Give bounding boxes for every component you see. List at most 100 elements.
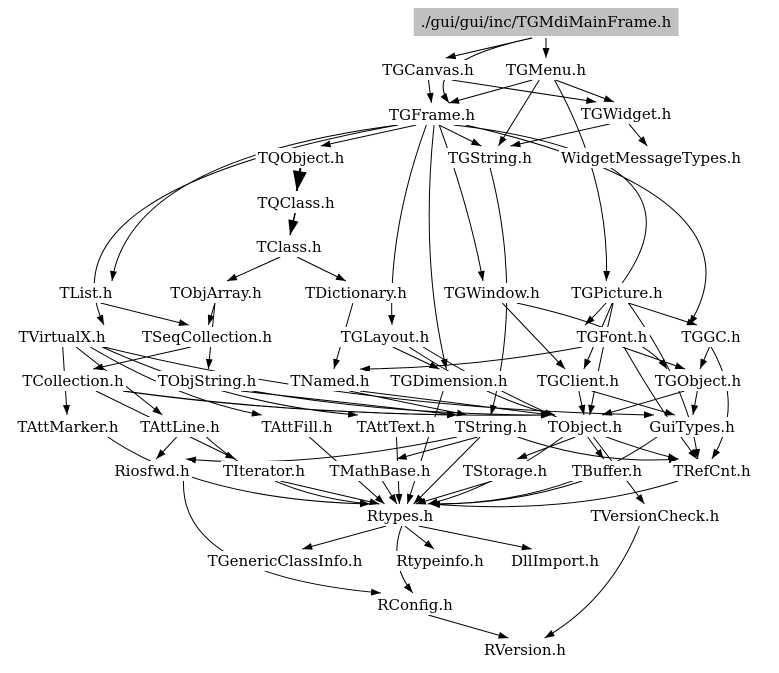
graph-node-guitypes-h[interactable]: GuiTypes.h — [647, 417, 738, 437]
graph-node-tmathbase-h[interactable]: TMathBase.h — [327, 461, 433, 481]
graph-node-label: DllImport.h — [511, 552, 599, 570]
node-box — [375, 595, 456, 615]
graph-node-label: TGClient.h — [537, 372, 619, 390]
node-box — [569, 461, 645, 481]
graph-node-tggc-h[interactable]: TGGC.h — [679, 327, 744, 347]
graph-node-tatttext-h[interactable]: TAttText.h — [354, 417, 438, 437]
node-box — [155, 371, 259, 391]
graph-node-label: TGObject.h — [655, 372, 742, 390]
graph-node-tgdimension-h[interactable]: TGDimension.h — [388, 371, 510, 391]
graph-node-tqobject-h[interactable]: TQObject.h — [255, 148, 347, 168]
graph-edge-tattline-h-to-rtypes-h — [206, 436, 371, 507]
graph-node-tgobject-h[interactable]: TGObject.h — [652, 371, 744, 391]
node-box — [482, 640, 569, 660]
graph-node-tglayout-h[interactable]: TGLayout.h — [338, 327, 432, 347]
graph-node-tnamed-h[interactable]: TNamed.h — [288, 371, 372, 391]
graph-node-tgclient-h[interactable]: TGClient.h — [534, 371, 622, 391]
graph-node-tdictionary-h[interactable]: TDictionary.h — [303, 283, 410, 303]
node-box — [386, 105, 478, 125]
graph-node-rversion-h[interactable]: RVersion.h — [482, 640, 569, 660]
graph-node-tqclass-h[interactable]: TQClass.h — [255, 193, 338, 213]
graph-edge-tstring-h-to-tmathbase-h — [396, 436, 478, 460]
graph-node-tgwindow-h[interactable]: TGWindow.h — [442, 283, 543, 303]
graph-node-tclass-h[interactable]: TClass.h — [254, 237, 324, 257]
graph-edge-tclass-h-to-tobjarray-h — [226, 256, 281, 282]
graph-node-tattmarker-h[interactable]: TAttMarker.h — [15, 417, 121, 437]
node-box — [569, 283, 666, 303]
graph-node-tobjarray-h[interactable]: TObjArray.h — [168, 283, 265, 303]
graph-edge-tgframe-h-to-tgdimension-h — [428, 124, 448, 370]
node-box — [168, 283, 265, 303]
graph-edge-tobjstring-h-to-tobject-h — [252, 390, 552, 419]
graph-node-tobjstring-h[interactable]: TObjString.h — [155, 371, 259, 391]
graph-node-rtypes-h[interactable]: Rtypes.h — [364, 506, 436, 526]
graph-node-tgmenu-h[interactable]: TGMenu.h — [504, 60, 589, 80]
graph-node-label: Rtypeinfo.h — [396, 552, 484, 570]
graph-node-tstorage-h[interactable]: TStorage.h — [460, 461, 550, 481]
node-box — [442, 283, 543, 303]
graph-node-tgpicture-h[interactable]: TGPicture.h — [569, 283, 666, 303]
graph-edge-tgclient-h-to-guitypes-h — [591, 390, 676, 416]
graph-edge-tstring-h-to-rtypes-h — [413, 436, 481, 505]
graph-node-tbuffer-h[interactable]: TBuffer.h — [569, 461, 645, 481]
graph-node-tgcanvas-h[interactable]: TGCanvas.h — [380, 60, 477, 80]
graph-node-label: TDictionary.h — [305, 284, 407, 302]
graph-edge-tgframe-h-to-tgwindow-h — [438, 124, 485, 282]
graph-edge-tgwidget-h-to-tgstring-h — [510, 123, 610, 148]
graph-edge-tcollection-h-to-tstring-h — [122, 390, 458, 419]
graph-edge-tgmenu-h-to-tgpicture-h — [554, 79, 611, 282]
graph-node-tversioncheck-h[interactable]: TVersionCheck.h — [588, 506, 722, 526]
graph-edge-tgframe-h-to-tlist-h — [110, 124, 399, 282]
graph-node-tgfont-h[interactable]: TGFont.h — [574, 327, 650, 347]
graph-node-tgframe-h[interactable]: TGFrame.h — [386, 105, 478, 125]
graph-node-tattfill-h[interactable]: TAttFill.h — [259, 417, 335, 437]
node-box — [545, 417, 625, 437]
graph-node-rtypeinfo-h[interactable]: Rtypeinfo.h — [394, 551, 487, 571]
node-box — [327, 461, 433, 481]
graph-node-tgenericclassinfo-h[interactable]: TGenericClassInfo.h — [205, 551, 365, 571]
graph-edge-tattline-h-to-riosfwd-h — [155, 436, 178, 460]
graph-node-tobject-h[interactable]: TObject.h — [545, 417, 625, 437]
graph-node-rconfig-h[interactable]: RConfig.h — [375, 595, 456, 615]
graph-node-label: TGString.h — [448, 149, 532, 167]
graph-node-label: TGFont.h — [577, 328, 648, 346]
node-box — [388, 371, 510, 391]
node-box — [679, 327, 744, 347]
graph-node-widgetmessagetypes-h[interactable]: WidgetMessageTypes.h — [558, 148, 744, 168]
graph-edge-tgfont-h-to-trefcnt-h — [623, 346, 698, 460]
graph-edge-tglayout-h-to-trefcnt-h — [422, 346, 679, 461]
graph-node-tvirtualx-h[interactable]: TVirtualX.h — [16, 327, 108, 347]
graph-node-trefcnt-h[interactable]: TRefCnt.h — [671, 461, 753, 481]
graph-node-label: TObjArray.h — [170, 284, 262, 302]
graph-node-label: TNamed.h — [290, 372, 370, 390]
graph-node-tstring-h[interactable]: TString.h — [453, 417, 530, 437]
graph-node-tseqcollection-h[interactable]: TSeqCollection.h — [139, 327, 275, 347]
graph-edge-tgfont-h-to-tnamed-h — [359, 346, 583, 373]
node-box — [205, 551, 365, 571]
node-box — [221, 461, 308, 481]
graph-node-tgstring-h[interactable]: TGString.h — [446, 148, 535, 168]
node-box — [255, 193, 338, 213]
graph-edge-tobjstring-h-to-tstring-h — [241, 390, 458, 418]
graph-node-riosfwd-h[interactable]: Riosfwd.h — [112, 461, 192, 481]
graph-edge-tgwindow-h-to-tgclient-h — [501, 302, 566, 370]
graph-node-label: TGDimension.h — [390, 372, 508, 390]
graph-node-label: WidgetMessageTypes.h — [561, 149, 742, 167]
graph-node-label: TVirtualX.h — [18, 328, 105, 346]
node-box — [303, 283, 410, 303]
graph-node-dllimport-h[interactable]: DllImport.h — [508, 551, 602, 571]
graph-node-tcollection-h[interactable]: TCollection.h — [20, 371, 126, 391]
node-box — [254, 237, 324, 257]
graph-node-label: TGWidget.h — [581, 105, 672, 123]
graph-node-titerator-h[interactable]: TIterator.h — [221, 461, 308, 481]
graph-node-tlist-h[interactable]: TList.h — [57, 283, 115, 303]
graph-edge-tqclass-h-to-tclass-h — [288, 212, 299, 236]
graph-edge-tstring-h-to-riosfwd-h — [185, 436, 458, 464]
graph-edge-tggc-h-to-trefcnt-h — [710, 346, 729, 460]
graph-node-tattline-h[interactable]: TAttLine.h — [138, 417, 223, 437]
graph-node-tgwidget-h[interactable]: TGWidget.h — [578, 104, 674, 124]
graph-edge-tbuffer-h-to-rtypes-h — [429, 480, 583, 508]
graph-node-label: GuiTypes.h — [649, 418, 735, 436]
